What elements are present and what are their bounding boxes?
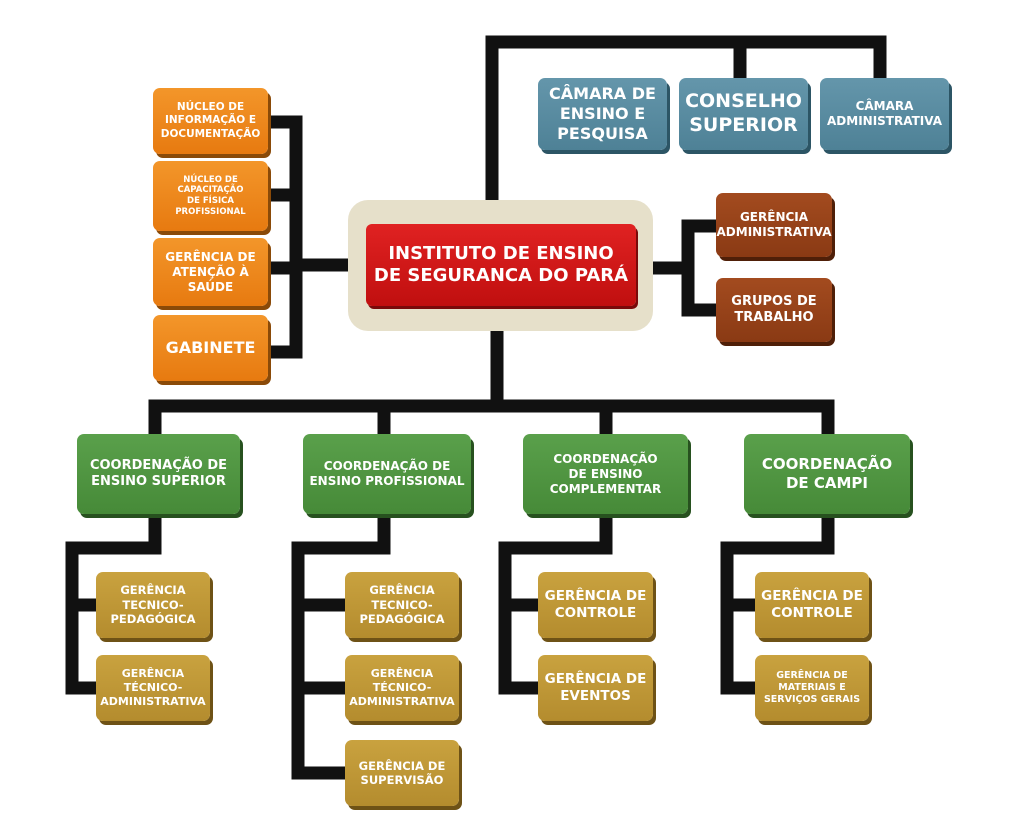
c1-gerencia-tecnico-pedagogica-box: GERÊNCIA TECNICO- PEDAGÓGICA — [96, 572, 210, 638]
nucleo-informacao-box: NÚCLEO DE INFORMAÇÃO E DOCUMENTAÇÃO — [153, 88, 268, 154]
c2-gerencia-tecnico-pedagogica-label: GERÊNCIA TECNICO- PEDAGÓGICA — [359, 583, 445, 627]
camara-administrativa-box: CÂMARA ADMINISTRATIVA — [820, 78, 949, 150]
coord-ensino-superior-label: COORDENAÇÃO DE ENSINO SUPERIOR — [89, 457, 228, 489]
c3-gerencia-eventos-label: GERÊNCIA DE EVENTOS — [544, 671, 647, 704]
camara-ensino-pesquisa-box: CÂMARA DE ENSINO E PESQUISA — [538, 78, 667, 150]
conselho-superior-label: CONSELHO SUPERIOR — [685, 90, 802, 136]
c4-gerencia-controle-box: GERÊNCIA DE CONTROLE — [755, 572, 869, 638]
c3-gerencia-controle-box: GERÊNCIA DE CONTROLE — [538, 572, 653, 638]
central-institute-box: INSTITUTO DE ENSINO DE SEGURANCA DO PARÁ — [366, 224, 636, 306]
camara-ensino-pesquisa-label: CÂMARA DE ENSINO E PESQUISA — [549, 84, 656, 143]
coord-ensino-superior-box: COORDENAÇÃO DE ENSINO SUPERIOR — [77, 434, 240, 514]
c1-gerencia-tecnico-administrativa-label: GERÊNCIA TÉCNICO- ADMINISTRATIVA — [100, 667, 206, 708]
nucleo-capacitacao-label: NÚCLEO DE CAPACITAÇÃO DE FÍSICA PROFISSI… — [175, 174, 246, 217]
c2-gerencia-tecnico-administrativa-label: GERÊNCIA TÉCNICO- ADMINISTRATIVA — [349, 667, 455, 708]
c4-gerencia-materiais-servicos-box: GERÊNCIA DE MATERIAIS E SERVIÇOS GERAIS — [755, 655, 869, 721]
coord-ensino-profissional-box: COORDENAÇÃO DE ENSINO PROFISSIONAL — [303, 434, 471, 514]
gabinete-label: GABINETE — [165, 338, 256, 357]
central-institute-label: INSTITUTO DE ENSINO DE SEGURANCA DO PARÁ — [373, 242, 629, 287]
c2-gerencia-tecnico-pedagogica-box: GERÊNCIA TECNICO- PEDAGÓGICA — [345, 572, 459, 638]
c1-gerencia-tecnico-pedagogica-label: GERÊNCIA TECNICO- PEDAGÓGICA — [110, 583, 196, 627]
c2-gerencia-supervisao-label: GERÊNCIA DE SUPERVISÃO — [358, 758, 446, 787]
grupos-trabalho-box: GRUPOS DE TRABALHO — [716, 278, 832, 342]
gerencia-atencao-saude-box: GERÊNCIA DE ATENÇÃO À SAÚDE — [153, 238, 268, 306]
c4-gerencia-controle-label: GERÊNCIA DE CONTROLE — [761, 588, 863, 621]
conselho-superior-box: CONSELHO SUPERIOR — [679, 78, 808, 150]
coord-campi-label: COORDENAÇÃO DE CAMPI — [761, 455, 893, 492]
gerencia-administrativa-label: GERÊNCIA ADMINISTRATIVA — [716, 210, 832, 239]
gerencia-atencao-saude-label: GERÊNCIA DE ATENÇÃO À SAÚDE — [165, 249, 256, 294]
coord-ensino-complementar-label: COORDENAÇÃO DE ENSINO COMPLEMENTAR — [549, 451, 662, 496]
coord-campi-box: COORDENAÇÃO DE CAMPI — [744, 434, 910, 514]
c2-gerencia-supervisao-box: GERÊNCIA DE SUPERVISÃO — [345, 740, 459, 806]
c2-gerencia-tecnico-administrativa-box: GERÊNCIA TÉCNICO- ADMINISTRATIVA — [345, 655, 459, 721]
nucleo-capacitacao-box: NÚCLEO DE CAPACITAÇÃO DE FÍSICA PROFISSI… — [153, 161, 268, 231]
camara-administrativa-label: CÂMARA ADMINISTRATIVA — [827, 99, 942, 128]
c4-gerencia-materiais-servicos-label: GERÊNCIA DE MATERIAIS E SERVIÇOS GERAIS — [763, 670, 861, 705]
grupos-trabalho-label: GRUPOS DE TRABALHO — [731, 293, 817, 325]
coord-ensino-complementar-box: COORDENAÇÃO DE ENSINO COMPLEMENTAR — [523, 434, 688, 514]
c3-gerencia-eventos-box: GERÊNCIA DE EVENTOS — [538, 655, 653, 721]
coord-ensino-profissional-label: COORDENAÇÃO DE ENSINO PROFISSIONAL — [309, 459, 465, 488]
nucleo-informacao-label: NÚCLEO DE INFORMAÇÃO E DOCUMENTAÇÃO — [160, 101, 261, 140]
gabinete-box: GABINETE — [153, 315, 268, 381]
c3-gerencia-controle-label: GERÊNCIA DE CONTROLE — [544, 588, 647, 621]
gerencia-administrativa-box: GERÊNCIA ADMINISTRATIVA — [716, 193, 832, 257]
c1-gerencia-tecnico-administrativa-box: GERÊNCIA TÉCNICO- ADMINISTRATIVA — [96, 655, 210, 721]
